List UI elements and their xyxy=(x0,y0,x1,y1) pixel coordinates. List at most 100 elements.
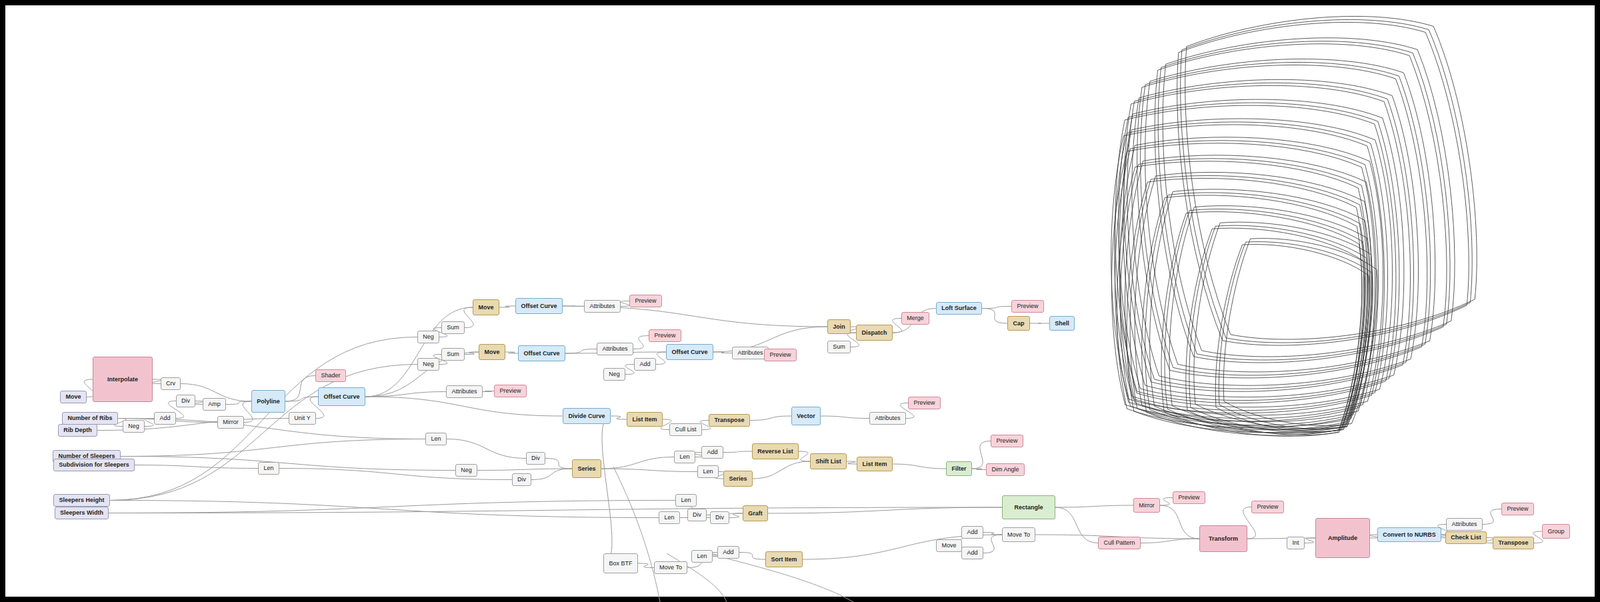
input-parameter: Number of Ribs xyxy=(62,412,118,425)
node-label: Add xyxy=(966,528,978,536)
loose-wires xyxy=(613,466,854,602)
parameter-box: Add xyxy=(717,546,740,559)
node-label: Len xyxy=(696,552,707,560)
wire-connector xyxy=(1160,505,1200,539)
curve-component: Vector xyxy=(791,406,821,426)
parameter-box: Sum xyxy=(827,340,851,354)
primary-component: Interpolate xyxy=(92,356,153,402)
node-label: Preview xyxy=(499,387,521,395)
node-label: Len xyxy=(680,496,691,504)
wire-connector xyxy=(1247,538,1316,539)
parameter-box: Sum xyxy=(441,348,465,361)
list-component: Graft xyxy=(742,505,768,522)
wire-connector xyxy=(820,416,870,419)
wire-connector xyxy=(1482,509,1502,525)
node-label: Sort Item xyxy=(770,556,797,564)
wire-connector xyxy=(110,500,659,518)
wire-connector xyxy=(477,468,572,471)
node-label: Divide Curve xyxy=(568,412,605,420)
output-component: Preview xyxy=(648,329,682,342)
wire-connector xyxy=(768,507,1002,514)
parameter-box: Attributes xyxy=(584,300,621,313)
list-component: Check List xyxy=(1445,531,1487,544)
node-label: Preview xyxy=(634,297,656,305)
curve-component: Offset Curve xyxy=(318,387,366,406)
list-component: Series xyxy=(572,459,602,478)
wire-connector xyxy=(1304,538,1316,544)
node-label: Move To xyxy=(1007,531,1030,539)
input-parameter: Sleepers Width xyxy=(54,506,109,520)
parameter-box: Box BTF xyxy=(603,553,638,574)
node-label: Cap xyxy=(1012,320,1024,328)
curve-component: Loft Surface xyxy=(936,302,982,315)
wire-connector xyxy=(152,379,162,384)
parameter-box: Int xyxy=(1286,536,1305,550)
parameter-box: Add xyxy=(634,358,656,371)
wire-connector xyxy=(739,552,766,560)
wire-connector xyxy=(638,563,654,568)
wire-connector xyxy=(1140,538,1200,544)
node-label: Rib Depth xyxy=(63,426,92,434)
node-label: Len xyxy=(430,435,441,443)
output-component: Preview xyxy=(1172,491,1206,504)
node-label: Transpose xyxy=(1498,539,1528,547)
node-label: Offset Curve xyxy=(520,302,557,310)
node-label: Len xyxy=(679,453,690,461)
input-parameter: Move xyxy=(60,390,87,404)
wire-connector xyxy=(108,500,676,514)
wire-connector xyxy=(798,451,810,462)
node-label: Attributes xyxy=(589,302,615,310)
wire-connector xyxy=(982,308,1008,324)
node-label: Unit Y xyxy=(294,414,310,422)
output-component: Preview xyxy=(494,384,527,398)
node-label: Offset Curve xyxy=(323,393,360,401)
node-label: Preview xyxy=(1178,494,1200,502)
parameter-box: Len xyxy=(674,450,696,464)
node-label: Vector xyxy=(796,412,816,420)
wire-connector xyxy=(656,352,666,365)
wire-connector xyxy=(505,352,518,354)
node-label: Move xyxy=(484,348,500,356)
node-label: Mirror xyxy=(222,418,239,426)
list-component: Series xyxy=(723,470,753,487)
output-component: Mirror xyxy=(1133,498,1160,513)
node-label: Series xyxy=(577,465,596,473)
parameter-box: Sum xyxy=(441,321,465,334)
node-label: Subdivision for Sleepers xyxy=(58,461,130,469)
node-label: List Item xyxy=(632,416,657,424)
wire-connector xyxy=(601,457,674,470)
node-label: Shell xyxy=(1054,320,1070,328)
parameter-box: Div xyxy=(710,511,730,524)
node-label: Dim Angle xyxy=(991,466,1019,474)
parameter-box: Len xyxy=(425,432,447,446)
node-label: Attributes xyxy=(451,388,477,396)
parameter-box: Attributes xyxy=(732,346,769,360)
parameter-box: Div xyxy=(687,508,707,522)
node-label: Len xyxy=(263,464,274,472)
node-label: Neg xyxy=(422,360,434,368)
output-component: Preview xyxy=(990,434,1024,448)
wire-connector xyxy=(610,416,627,420)
node-label: Preview xyxy=(996,437,1018,445)
node-label: Preview xyxy=(913,399,935,407)
parameter-box: Div xyxy=(526,452,546,465)
node-label: Div xyxy=(181,397,190,405)
node-label: Mirror xyxy=(1138,502,1155,510)
node-label: Group xyxy=(1547,528,1564,536)
input-parameter: Subdivision for Sleepers xyxy=(53,458,135,472)
geometry-component: Rectangle xyxy=(1002,495,1056,520)
node-label: Preview xyxy=(1256,503,1278,511)
parameter-box: Add xyxy=(701,446,724,459)
node-label: Int xyxy=(1292,539,1299,547)
parameter-box: Attributes xyxy=(596,342,634,356)
output-component: Cull Pattern xyxy=(1098,536,1141,550)
node-label: Join xyxy=(832,323,846,331)
node-label: Sum xyxy=(446,324,460,332)
geometry-component: Filter xyxy=(946,461,972,476)
wire-connector xyxy=(729,513,743,518)
parameter-box: Neg xyxy=(417,330,440,344)
node-label: Attributes xyxy=(874,414,900,422)
output-component: Preview xyxy=(1011,300,1044,313)
wire-connector xyxy=(972,468,986,470)
